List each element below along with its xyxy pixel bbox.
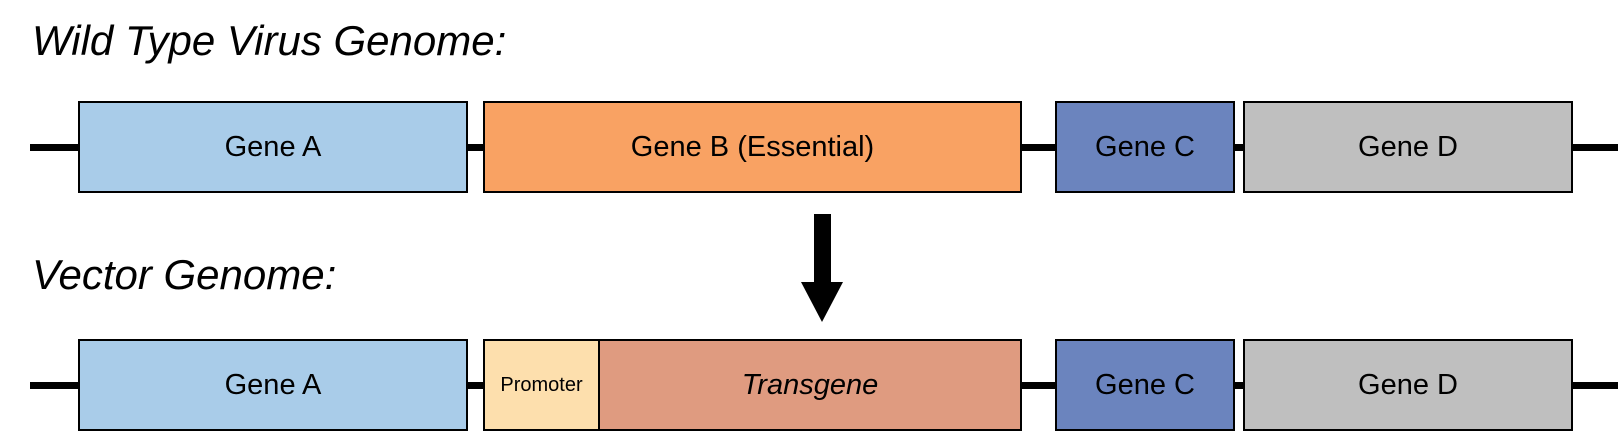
vector-gene-a-box: Gene A — [78, 339, 468, 431]
wild-type-gene-b-essential-box: Gene B (Essential) — [483, 101, 1022, 193]
down-arrow-icon — [801, 214, 843, 322]
vector-gene-c-box: Gene C — [1055, 339, 1235, 431]
wild-type-gene-c-box: Gene C — [1055, 101, 1235, 193]
down-arrow-head — [801, 282, 843, 322]
vector-transgene-box: Transgene — [598, 339, 1022, 431]
wild-type-gene-a-box: Gene A — [78, 101, 468, 193]
vector-promoter-box: Promoter — [483, 339, 600, 431]
down-arrow-shaft — [814, 214, 831, 284]
wild-type-gene-d-box: Gene D — [1243, 101, 1573, 193]
vector-gene-d-box: Gene D — [1243, 339, 1573, 431]
vector-genome-title: Vector Genome: — [32, 251, 337, 298]
wild-type-genome-title: Wild Type Virus Genome: — [32, 17, 507, 64]
